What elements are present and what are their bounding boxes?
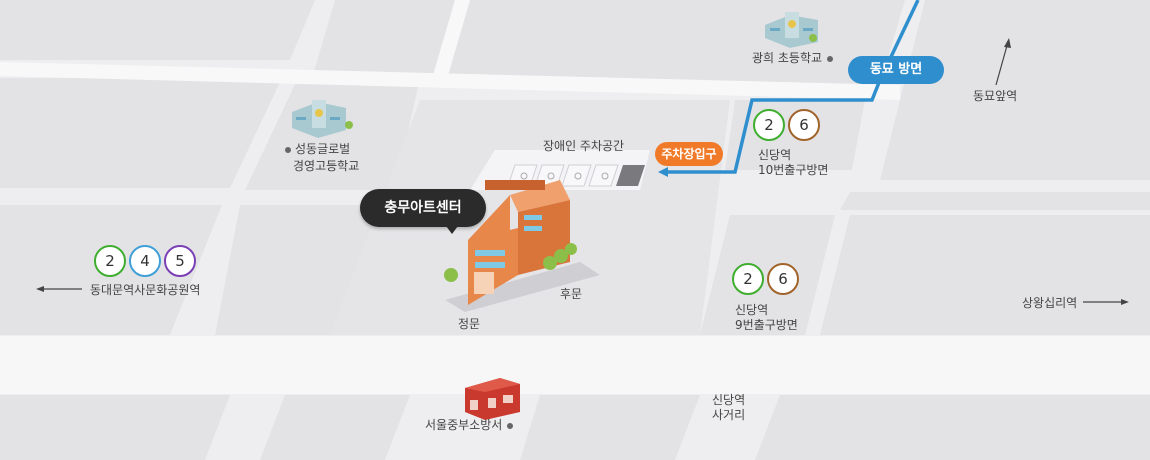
sindang-exit10-label-1: 신당역: [758, 148, 792, 162]
seongdong-school-label-1: 성동글로벌: [285, 142, 350, 157]
main-building-label: 충무아트센터: [360, 189, 486, 234]
wheelchair-icon: [520, 172, 609, 180]
sindang-crossroad-label-2: 사거리: [712, 408, 746, 422]
line-6-badge: 6: [767, 263, 799, 295]
sindang-exit9-label-2: 9번출구방면: [735, 318, 798, 332]
back-gate-label: 후문: [560, 287, 583, 301]
sindang-exit10-label-2: 10번출구방면: [758, 163, 829, 177]
disabled-parking-label: 장애인 주차공간: [543, 139, 625, 153]
sindang-exit9-label-1: 신당역: [735, 303, 769, 317]
parking-entrance-badge: 주차장입구: [655, 142, 723, 166]
line-2-badge: 2: [732, 263, 764, 295]
line-4-badge: 4: [129, 245, 161, 277]
main-gate-label: 정문: [458, 317, 481, 331]
line-6-badge: 6: [788, 109, 820, 141]
line-5-badge: 5: [164, 245, 196, 277]
ddp-station-label: 동대문역사문화공원역: [90, 283, 201, 297]
gwanghui-school-label: 광희 초등학교: [752, 51, 833, 66]
line-2-badge: 2: [94, 245, 126, 277]
sindang-crossroad-label-1: 신당역: [712, 393, 746, 407]
seongdong-school-label-2: 경영고등학교: [293, 159, 360, 173]
line-2-badge: 2: [753, 109, 785, 141]
dongmyo-direction-badge: 동묘 방면: [848, 56, 944, 84]
dongmyo-station-label: 동묘앞역: [973, 89, 1018, 103]
fire-station-label: 서울중부소방서: [425, 418, 513, 433]
sangwangsimni-label: 상왕십리역: [1022, 296, 1078, 310]
